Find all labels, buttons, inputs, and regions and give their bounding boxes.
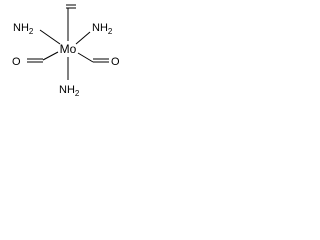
amine-subscript: 2 <box>108 27 113 36</box>
svg-text:NH2: NH2 <box>92 22 113 36</box>
amine-subscript: 2 <box>29 27 34 36</box>
bond-lower-right-carbonyl <box>77 52 94 63</box>
amine-nh-text: NH <box>13 22 29 34</box>
oxygen-label-left: O <box>12 56 21 68</box>
svg-text:NH2: NH2 <box>59 84 80 98</box>
svg-text:NH2: NH2 <box>13 22 34 36</box>
bond-lower-left-carbonyl <box>42 51 59 61</box>
molybdenum-center-label: Mo <box>60 42 77 56</box>
amine-nh-text: NH <box>59 84 75 96</box>
amine-label-upper-left: NH2 <box>13 22 34 36</box>
chemical-structure-diagram: Mo O O NH2 NH2 NH2 <box>12 4 120 98</box>
amine-nh-text: NH <box>92 22 108 34</box>
bond-upper-left-amine <box>39 29 61 45</box>
amine-subscript: 2 <box>75 89 80 98</box>
oxygen-label-right: O <box>111 56 120 68</box>
amine-label-bottom: NH2 <box>59 84 80 98</box>
amine-label-upper-right: NH2 <box>92 22 113 36</box>
bond-upper-right-amine <box>75 31 91 45</box>
